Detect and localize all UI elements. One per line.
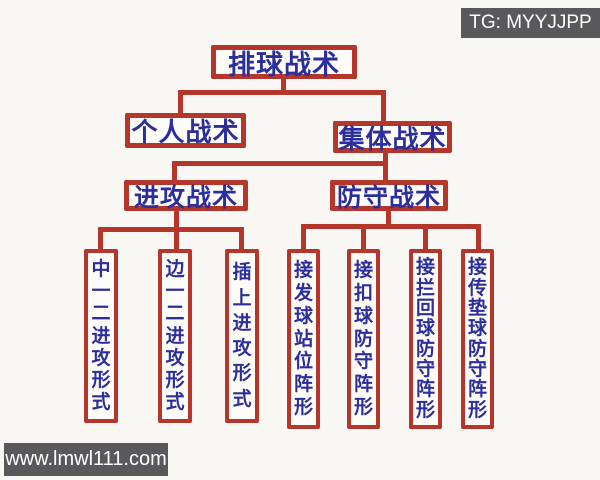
leaf-label-char: 上	[232, 286, 252, 309]
leaf-label-char: 形	[293, 396, 313, 419]
leaf-label-char: 守	[467, 357, 487, 380]
attack-form-column-zhong-yi-er: 中一二进攻形式	[84, 249, 118, 423]
leaf-label-char: 进	[165, 324, 185, 347]
leaf-label-char: 阵	[467, 378, 487, 401]
leaf-label-char: 式	[165, 390, 185, 413]
connector-attack-crossbar	[98, 227, 244, 232]
connector-collective-drop	[381, 90, 386, 123]
attack-form-column-bian-yi-er: 边一二进攻形式	[158, 249, 192, 423]
leaf-label-char: 攻	[165, 346, 185, 369]
collective-tactics-node: 集体战术	[333, 121, 452, 155]
leaf-label-char: 球	[293, 304, 313, 327]
watermark-top-right: TG: MYYJJPP	[461, 8, 600, 38]
connector-level2-crossbar	[178, 90, 386, 95]
leaf-label-char: 式	[232, 387, 252, 410]
leaf-label-char: 二	[91, 302, 111, 325]
leaf-label-char: 扣	[353, 281, 373, 304]
leaf-label-char: 接	[293, 258, 313, 281]
connector-attack-form1-drop	[98, 227, 103, 250]
leaf-label-char: 拦	[415, 276, 435, 299]
leaf-label-char: 阵	[415, 378, 435, 401]
leaf-label-char: 球	[353, 304, 373, 327]
leaf-label-char: 站	[293, 327, 313, 350]
leaf-label-char: 进	[91, 324, 111, 347]
leaf-label-char: 攻	[232, 337, 252, 360]
defense-form-column-block-rebound: 接拦回球防守阵形	[409, 249, 442, 429]
leaf-label-char: 回	[415, 296, 435, 319]
leaf-label-char: 形	[165, 368, 185, 391]
connector-level3-crossbar	[172, 161, 388, 166]
leaf-label-char: 防	[353, 327, 373, 350]
leaf-label-char: 球	[467, 317, 487, 340]
connector-attack-stem	[174, 211, 179, 230]
connector-attack-form2-drop	[174, 227, 179, 250]
leaf-label-char: 垫	[467, 296, 487, 319]
attack-form-column-cha-shang: 插上进攻形式	[225, 249, 259, 423]
leaf-label-char: 一	[165, 280, 185, 303]
defense-form-column-pass-dig: 接传垫球防守阵形	[461, 249, 494, 429]
connector-defense-drop	[383, 161, 388, 182]
connector-defense-crossbar	[301, 224, 481, 229]
connector-defense-form1-drop	[301, 224, 306, 250]
leaf-label-char: 中	[91, 258, 111, 281]
connector-attack-drop	[172, 161, 177, 182]
leaf-label-char: 攻	[91, 346, 111, 369]
leaf-label-char: 形	[232, 362, 252, 385]
leaf-label-char: 二	[165, 302, 185, 325]
connector-defense-form4-drop	[476, 224, 481, 250]
leaf-label-char: 一	[91, 280, 111, 303]
leaf-label-char: 防	[415, 337, 435, 360]
connector-root-stem	[281, 77, 286, 95]
connector-defense-stem	[386, 211, 391, 227]
defense-form-column-spike-receive: 接扣球防守阵形	[347, 249, 380, 429]
leaf-label-char: 形	[353, 396, 373, 419]
leaf-label-char: 防	[467, 337, 487, 360]
leaf-label-char: 形	[467, 398, 487, 421]
leaf-label-char: 发	[293, 281, 313, 304]
connector-defense-form2-drop	[361, 224, 366, 250]
connector-attack-form3-drop	[239, 227, 244, 250]
leaf-label-char: 守	[353, 350, 373, 373]
connector-personal-drop	[178, 90, 183, 115]
leaf-label-char: 式	[91, 390, 111, 413]
defense-form-column-serve-receive: 接发球站位阵形	[287, 249, 320, 429]
defense-tactics-node: 防守战术	[330, 180, 448, 212]
connector-defense-form3-drop	[423, 224, 428, 250]
leaf-label-char: 插	[232, 261, 252, 284]
connector-collective-stem	[383, 151, 388, 165]
leaf-label-char: 传	[467, 276, 487, 299]
leaf-label-char: 球	[415, 317, 435, 340]
leaf-label-char: 阵	[353, 373, 373, 396]
leaf-label-char: 接	[415, 256, 435, 279]
leaf-label-char: 接	[467, 256, 487, 279]
leaf-label-char: 边	[165, 258, 185, 281]
leaf-label-char: 阵	[293, 373, 313, 396]
leaf-label-char: 进	[232, 311, 252, 334]
leaf-label-char: 形	[91, 368, 111, 391]
attack-tactics-node: 进攻战术	[124, 180, 248, 212]
leaf-label-char: 位	[293, 350, 313, 373]
root-node-volleyball-tactics: 排球战术	[211, 45, 357, 81]
personal-tactics-node: 个人战术	[125, 113, 246, 148]
leaf-label-char: 形	[415, 398, 435, 421]
leaf-label-char: 守	[415, 357, 435, 380]
leaf-label-char: 接	[353, 258, 373, 281]
watermark-bottom-left: www.lmwl111.com	[4, 443, 168, 476]
